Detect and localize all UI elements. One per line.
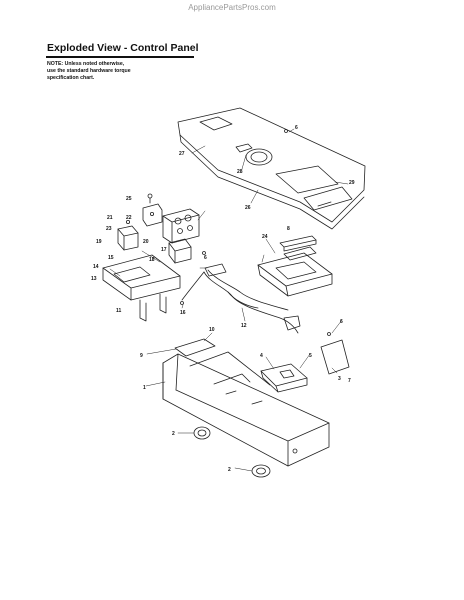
control-board <box>257 246 333 297</box>
callout-label: 13 <box>91 276 97 282</box>
leader-lines <box>109 128 349 472</box>
callout-label: 2 <box>172 431 175 437</box>
note-line-3: specification chart. <box>47 75 95 81</box>
selector-switch <box>117 219 139 251</box>
callout-label: 25 <box>126 196 132 202</box>
screw-markers <box>180 129 331 336</box>
mounting-clip <box>168 238 192 264</box>
foot-pad <box>251 464 271 478</box>
callout-label: 18 <box>149 257 155 263</box>
callout-label: 2 <box>228 467 231 473</box>
callout-label: 3 <box>338 376 341 382</box>
callout-label: 7 <box>348 378 351 384</box>
callout-label: 11 <box>116 308 122 314</box>
callout-label: 26 <box>245 205 251 211</box>
torque-note: NOTE: Unless noted otherwise, use the st… <box>47 61 131 82</box>
power-board <box>260 363 308 393</box>
callout-label: 6 <box>204 255 207 261</box>
callout-label: 28 <box>237 169 243 175</box>
page-title: Exploded View - Control Panel <box>47 42 199 54</box>
mounting-bracket <box>102 254 181 322</box>
callout-label: 5 <box>309 353 312 359</box>
callout-label: 27 <box>179 151 185 157</box>
switch-bracket <box>142 193 163 227</box>
callout-label: 9 <box>140 353 143 359</box>
note-line-2: use the standard hardware torque <box>47 68 131 74</box>
callout-label: 16 <box>180 310 186 316</box>
callout-label: 12 <box>241 323 247 329</box>
rear-cover <box>320 339 350 375</box>
cover-plate <box>174 338 216 357</box>
callout-label: 19 <box>96 239 102 245</box>
callout-label: 10 <box>209 327 215 333</box>
callout-label: 22 <box>126 215 132 221</box>
callouts: 1 2 2 3 4 5 6 6 6 7 8 9 10 11 12 13 14 1… <box>91 125 355 473</box>
console-housing <box>162 351 330 467</box>
foot-pad <box>193 426 211 440</box>
callout-label: 1 <box>143 385 146 391</box>
callout-label: 21 <box>107 215 113 221</box>
callout-label: 14 <box>93 264 99 270</box>
callout-label: 29 <box>349 180 355 186</box>
callout-label: 17 <box>161 247 167 253</box>
title-underline <box>46 56 194 58</box>
callout-label: 24 <box>262 234 268 240</box>
control-panel-top <box>177 107 366 230</box>
callout-label: 15 <box>108 255 114 261</box>
wire-harness <box>181 263 301 334</box>
callout-label: 8 <box>287 226 290 232</box>
note-line-1: NOTE: Unless noted otherwise, <box>47 61 125 67</box>
callout-label: 6 <box>340 319 343 325</box>
relay-block <box>162 208 200 244</box>
callout-label: 6 <box>295 125 298 131</box>
callout-label: 20 <box>143 239 149 245</box>
callout-label: 23 <box>106 226 112 232</box>
watermark: AppliancePartsPros.com <box>188 3 276 12</box>
board-clip <box>279 235 317 252</box>
callout-label: 4 <box>260 353 263 359</box>
